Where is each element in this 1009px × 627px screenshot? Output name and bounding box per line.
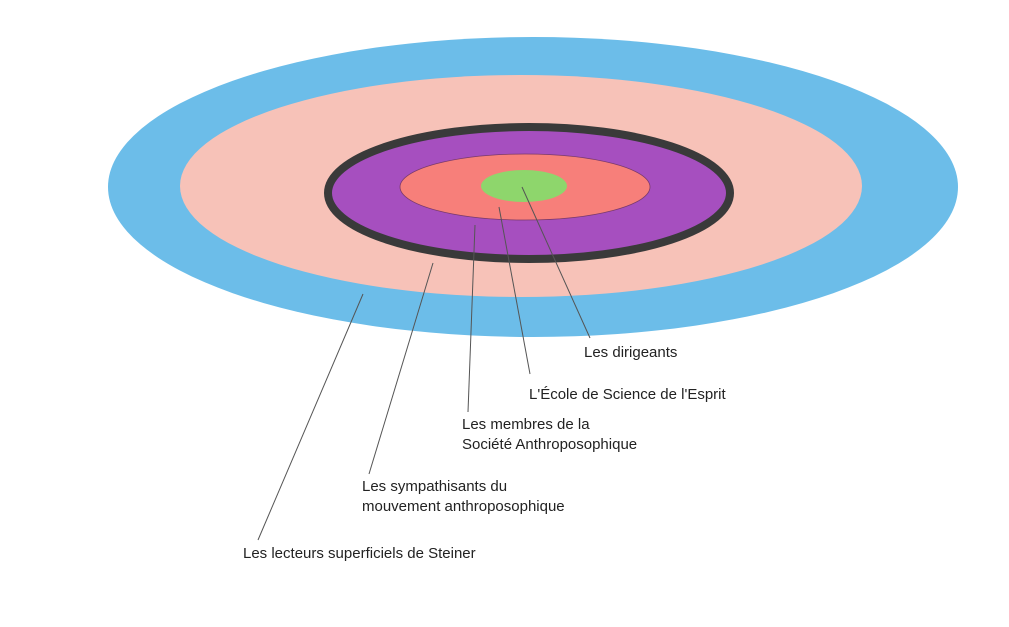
- label-membres-line1: Les membres de la: [462, 416, 590, 433]
- label-membres: Les membres de la Société Anthroposophiq…: [462, 415, 637, 455]
- leader-line-lecteurs: [257, 293, 364, 541]
- label-dirigeants: Les dirigeants: [584, 344, 678, 361]
- label-ecole: L'École de Science de l'Esprit: [529, 386, 726, 403]
- label-sympathisants: Les sympathisants du mouvement anthropos…: [362, 477, 565, 517]
- ellipse-dirigeants: [481, 170, 567, 202]
- leader-line-membres: [467, 224, 476, 413]
- label-sympathisants-line1: Les sympathisants du: [362, 478, 508, 495]
- label-sympathisants-line2: mouvement anthroposophique: [362, 498, 565, 515]
- label-membres-line2: Société Anthroposophique: [462, 436, 638, 453]
- leader-line-dirigeants: [521, 186, 591, 339]
- leader-line-sympathisants: [368, 262, 434, 475]
- label-lecteurs: Les lecteurs superficiels de Steiner: [243, 545, 476, 562]
- leader-line-ecole: [498, 206, 531, 375]
